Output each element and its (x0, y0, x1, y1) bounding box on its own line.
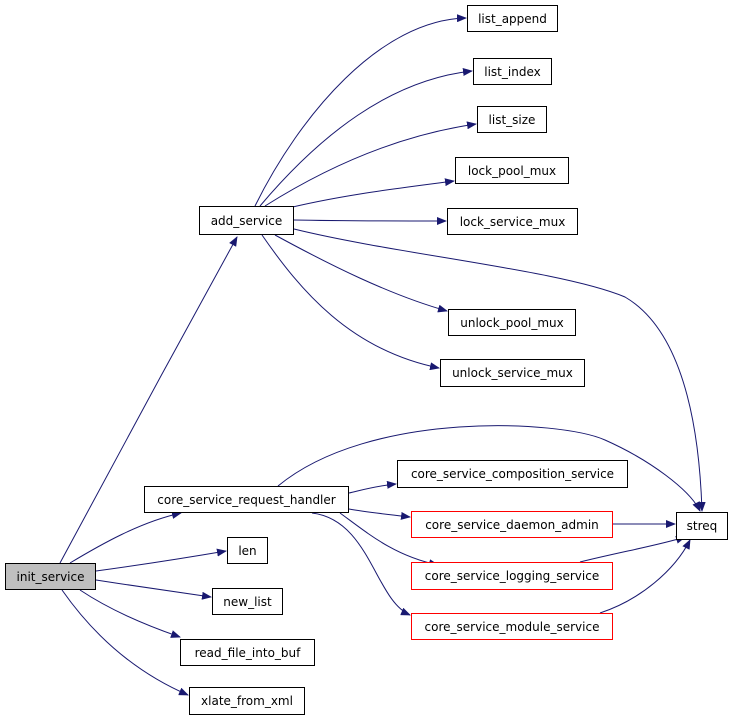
edge-init-service-to-core-service-request-handler (69, 511, 182, 564)
edge-add-service-to-list-append (254, 14, 467, 207)
edge-init-service-to-len (95, 548, 227, 572)
node-new-list[interactable]: new_list (212, 588, 283, 615)
edge-init-service-to-xlate-from-xml (61, 589, 189, 696)
node-list-append[interactable]: list_append (467, 5, 558, 32)
edge-init-service-to-read-file-into-buf (79, 589, 181, 638)
node-unlock-pool-mux[interactable]: unlock_pool_mux (448, 309, 576, 336)
node-unlock-service-mux[interactable]: unlock_service_mux (440, 359, 585, 387)
edge-core-service-request-handler-to-core-service-logging-service (339, 512, 439, 568)
node-init-service[interactable]: init_service (5, 563, 96, 590)
edge-add-service-to-streq (293, 228, 706, 512)
node-add-service[interactable]: add_service (199, 206, 294, 235)
node-len[interactable]: len (227, 537, 268, 564)
edge-core-service-module-service-to-streq (599, 539, 691, 614)
node-read-file-into-buf[interactable]: read_file_into_buf (180, 639, 315, 666)
edge-add-service-to-lock-pool-mux (279, 178, 455, 211)
edge-add-service-to-unlock-service-mux (261, 234, 440, 371)
edge-add-service-to-list-index (259, 68, 473, 207)
node-list-size[interactable]: list_size (477, 106, 547, 133)
node-core-service-request-handler[interactable]: core_service_request_handler (144, 486, 349, 513)
edge-add-service-to-lock-service-mux (293, 216, 447, 225)
edge-core-service-request-handler-to-core-service-daemon-admin (348, 508, 411, 520)
node-xlate-from-xml[interactable]: xlate_from_xml (189, 687, 305, 715)
node-lock-pool-mux[interactable]: lock_pool_mux (455, 157, 569, 184)
node-core-service-logging-service[interactable]: core_service_logging_service (411, 562, 613, 590)
node-list-index[interactable]: list_index (473, 58, 552, 85)
node-core-service-module-service[interactable]: core_service_module_service (411, 613, 613, 640)
node-streq[interactable]: streq (676, 512, 728, 540)
node-core-service-daemon-admin[interactable]: core_service_daemon_admin (411, 511, 613, 538)
edge-init-service-to-add-service (59, 236, 238, 564)
node-core-service-composition-service[interactable]: core_service_composition_service (397, 460, 628, 488)
edge-core-service-request-handler-to-streq (277, 425, 701, 512)
edge-core-service-logging-service-to-streq (579, 535, 686, 563)
edge-core-service-request-handler-to-core-service-composition-service (348, 480, 397, 494)
edge-add-service-to-unlock-pool-mux (274, 234, 448, 313)
edge-add-service-to-list-size (264, 121, 477, 207)
edge-core-service-request-handler-to-core-service-module-service (311, 512, 411, 616)
node-lock-service-mux[interactable]: lock_service_mux (447, 208, 578, 235)
edge-init-service-to-new-list (95, 579, 212, 600)
